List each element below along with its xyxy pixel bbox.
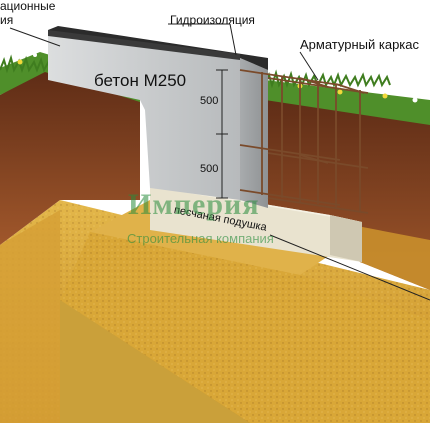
label-top-left-line2: ия (0, 13, 14, 27)
concrete-strip (48, 26, 268, 208)
label-top-left-line1: ационные (0, 0, 56, 13)
label-dim-upper: 500 (200, 95, 219, 107)
grass-right (264, 69, 430, 125)
leader-lines (9, 23, 430, 301)
label-concrete: бетон М250 (94, 71, 187, 90)
label-dim-lower: 500 (200, 163, 219, 175)
soil-layer-left (0, 70, 140, 245)
watermark-brand: Империя (128, 188, 260, 221)
dimension-lines (216, 69, 228, 199)
label-waterproofing: Гидроизоляция (170, 13, 255, 27)
label-rebar-cage: Арматурный каркас (300, 37, 419, 52)
watermark-tagline: Строительная компания (127, 231, 274, 246)
rebar-cage (239, 69, 369, 214)
